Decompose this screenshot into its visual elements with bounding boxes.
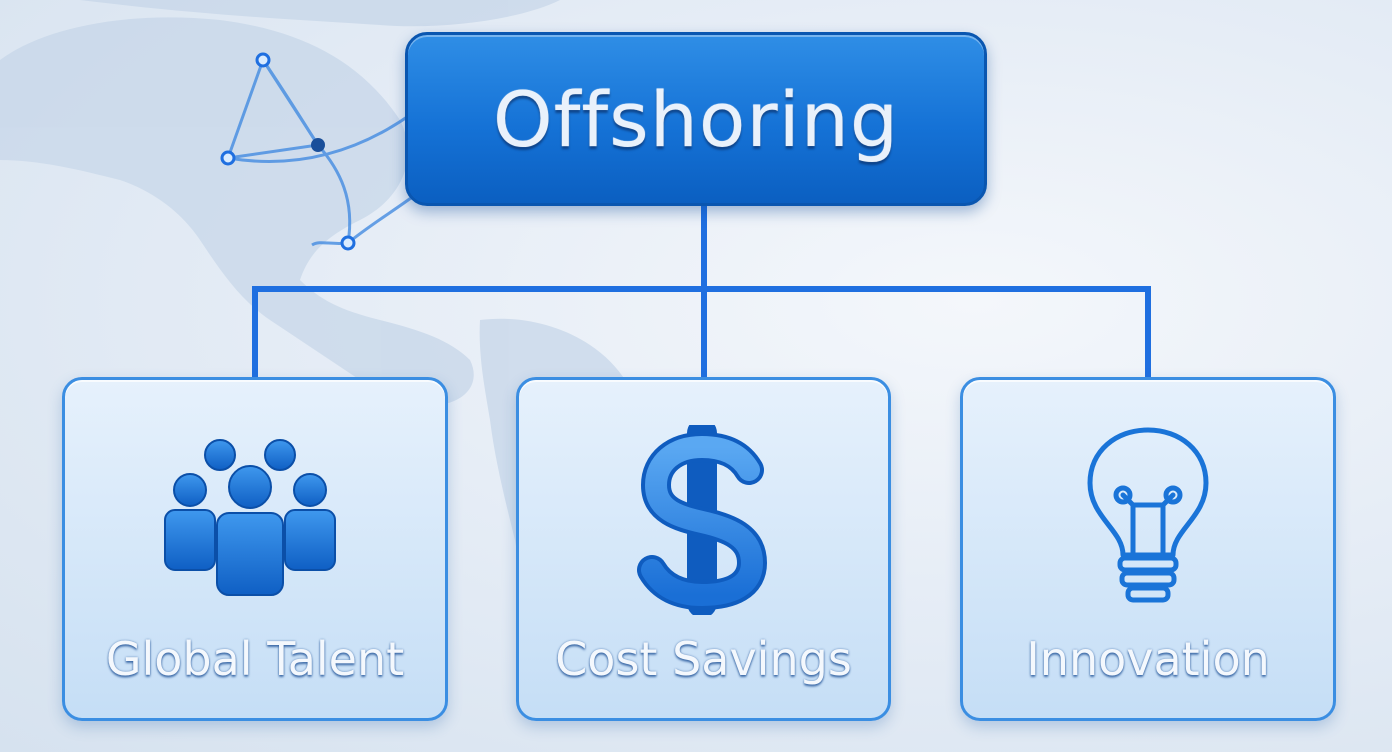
lightbulb-icon bbox=[963, 420, 1333, 620]
network-node-dark bbox=[311, 138, 325, 152]
network-lines bbox=[225, 56, 416, 247]
dollar-sign-icon bbox=[519, 420, 888, 620]
branch-label: Global Talent bbox=[105, 632, 405, 686]
branch-card-innovation: Innovation bbox=[960, 377, 1336, 721]
branch-card-global-talent: Global Talent bbox=[62, 377, 448, 721]
branch-card-cost-savings: Cost Savings bbox=[516, 377, 891, 721]
root-node: Offshoring bbox=[405, 32, 987, 206]
people-group-icon bbox=[65, 420, 445, 620]
network-nodes bbox=[220, 52, 356, 251]
branch-label: Cost Savings bbox=[555, 632, 852, 686]
root-title: Offshoring bbox=[492, 74, 900, 164]
branch-label: Innovation bbox=[1026, 632, 1270, 686]
